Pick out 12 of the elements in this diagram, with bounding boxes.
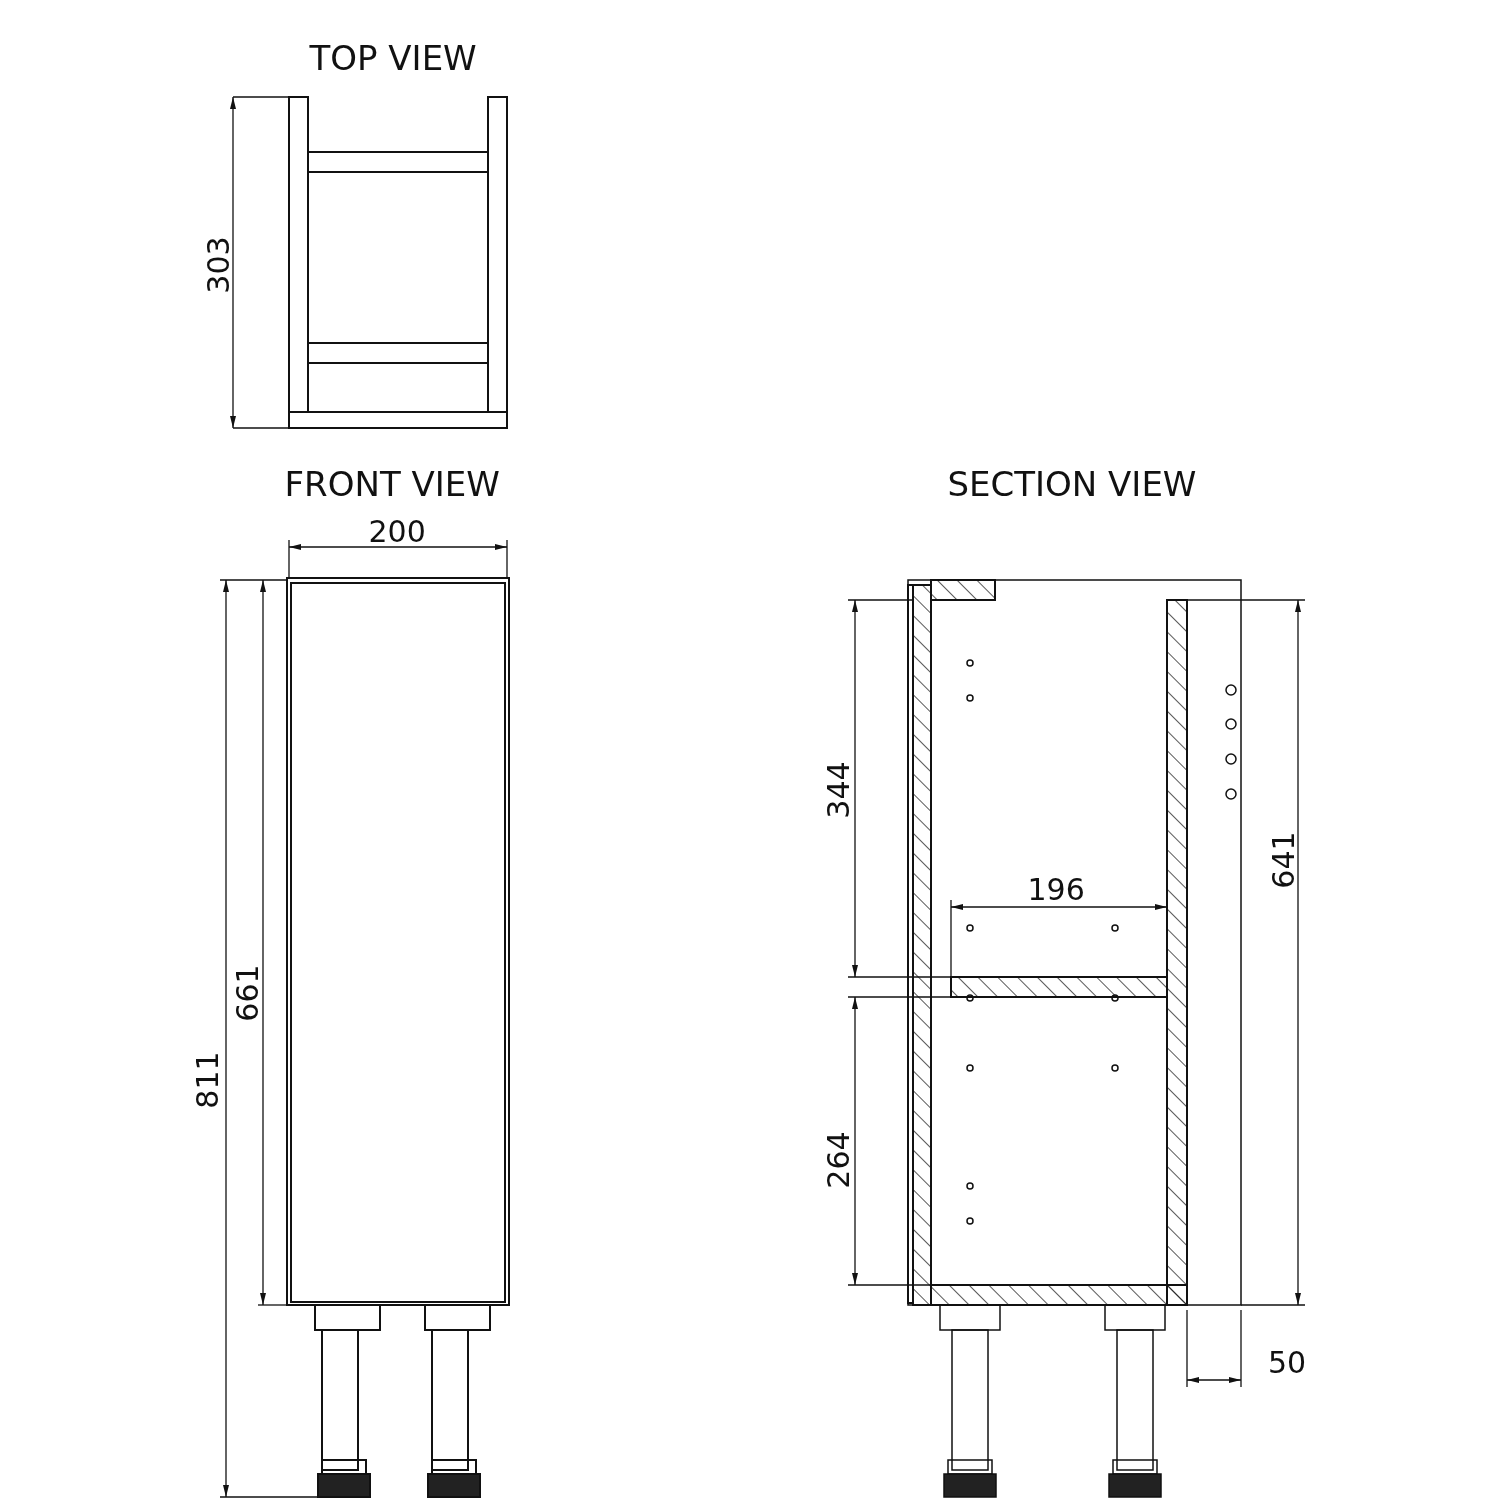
dimension-value: 50 xyxy=(1268,1348,1307,1378)
view-title: FRONT VIEW xyxy=(284,467,500,501)
view-title: TOP VIEW xyxy=(309,41,477,75)
dimension-value: 200 xyxy=(368,517,426,547)
dimension-value: 641 xyxy=(1268,831,1299,889)
view-title: SECTION VIEW xyxy=(947,467,1197,501)
dimension-value: 264 xyxy=(823,1131,854,1189)
dimension-value: 344 xyxy=(823,761,854,819)
dimension-value: 196 xyxy=(1027,875,1085,905)
dimension-value: 811 xyxy=(192,1051,223,1109)
dimension-value: 661 xyxy=(232,964,263,1022)
dimension-value: 303 xyxy=(203,236,234,294)
